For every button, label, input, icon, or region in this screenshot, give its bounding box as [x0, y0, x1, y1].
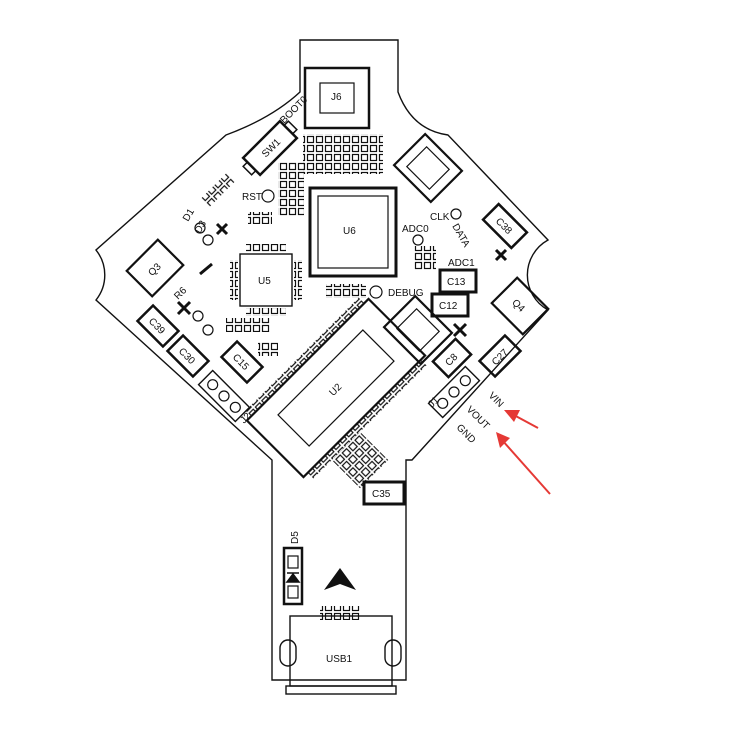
resistor-cluster-mid	[226, 318, 270, 332]
annotation-arrow-icon	[504, 410, 539, 429]
debug-pad	[369, 285, 383, 299]
c35-capacitor: C35	[362, 480, 406, 506]
q4-transistor: Q4	[490, 276, 550, 336]
cross-marker	[215, 222, 229, 236]
cross-marker	[452, 322, 468, 338]
annotation-arrow-icon	[496, 432, 551, 495]
cross-marker	[176, 300, 192, 316]
c39-capacitor: C39	[135, 303, 181, 349]
adc1-label: ADC1	[448, 258, 475, 269]
d1-label: D1	[181, 207, 197, 224]
q3-transistor: Q3	[125, 238, 185, 298]
u5-label: U5	[258, 276, 271, 287]
cross-marker	[494, 248, 508, 262]
j6-connector: J6	[303, 66, 371, 130]
c12-capacitor: C12	[430, 292, 470, 318]
j2-connector	[197, 369, 251, 423]
d5-label: D5	[290, 531, 301, 544]
j1-connector	[427, 365, 481, 419]
resistor-cluster-right	[414, 246, 436, 270]
c12-label: C12	[439, 301, 458, 312]
q4-label: Q4	[509, 298, 527, 316]
u5-chip: U5	[230, 244, 302, 316]
clk-label: CLK	[430, 212, 450, 223]
u2-label: U2	[328, 381, 345, 398]
pad	[192, 310, 204, 322]
rst-label: RST	[242, 192, 262, 203]
usb1-connector: USB1	[279, 606, 402, 695]
orientation-arrow-icon	[324, 568, 356, 590]
pad	[202, 324, 214, 336]
u6-chip: U6	[308, 186, 398, 278]
resistor-small	[248, 212, 272, 224]
r6-label: R6	[172, 285, 189, 302]
diode-d1	[201, 173, 235, 207]
pad	[194, 222, 206, 234]
u6-label: U6	[343, 226, 356, 237]
rst-pad	[261, 189, 275, 203]
q3-label: Q3	[147, 261, 165, 279]
gnd-label: GND	[454, 422, 478, 446]
clk-pad	[450, 208, 462, 220]
inductor-top-right	[392, 132, 464, 204]
debug-label: DEBUG	[388, 288, 424, 299]
adc0-label: ADC0	[402, 224, 429, 235]
j6-label: J6	[331, 92, 342, 103]
resistor-cluster-left	[278, 162, 304, 216]
u2-module: U2	[245, 297, 427, 479]
diode-icon	[285, 572, 301, 583]
pad	[202, 234, 214, 246]
debug-resistors	[326, 284, 366, 298]
vin-label: VIN	[486, 390, 506, 410]
c13-capacitor: C13	[438, 268, 478, 294]
usb1-label: USB1	[326, 654, 353, 665]
data-label: DATA	[449, 222, 471, 250]
polarity-mark	[199, 262, 213, 276]
c13-label: C13	[447, 277, 466, 288]
c15-capacitor: C15	[219, 339, 265, 385]
adc0-pad	[412, 234, 424, 246]
c27-capacitor: C27	[477, 333, 523, 379]
d5-diode	[282, 546, 304, 606]
resistor-small	[258, 342, 278, 356]
resistor-cluster-top	[303, 134, 383, 174]
c35-label: C35	[372, 489, 391, 500]
